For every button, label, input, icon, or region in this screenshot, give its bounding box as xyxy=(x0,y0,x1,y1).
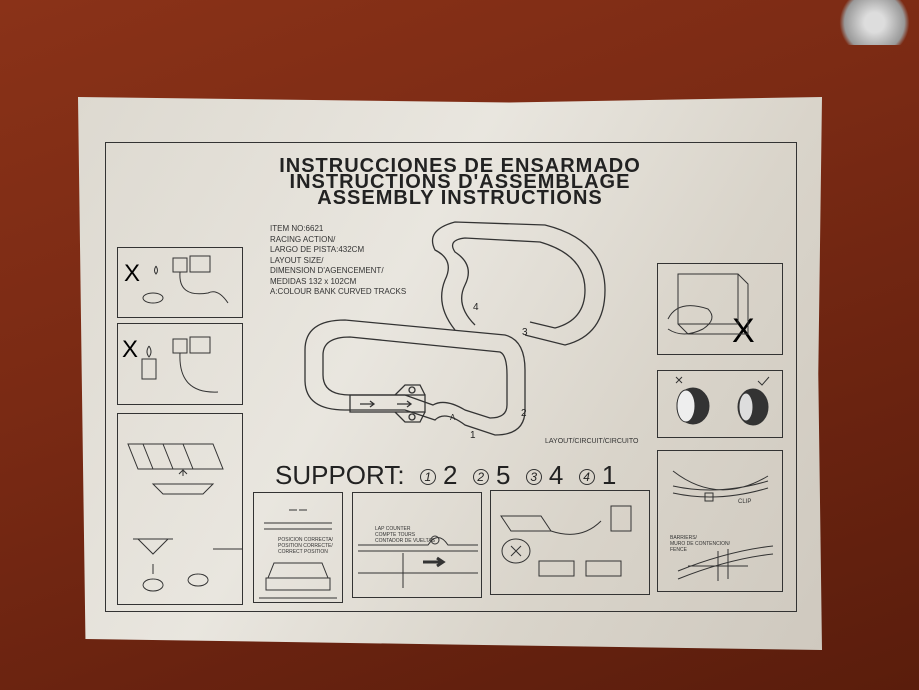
clip-label: CLIP xyxy=(738,499,752,505)
label-line: LAP COUNTER xyxy=(375,526,411,532)
car-track-icon xyxy=(259,509,337,599)
info-line: LAYOUT SIZE/ xyxy=(270,255,324,265)
panel-no-water: X xyxy=(117,247,243,318)
panel-correct-position: POSICION CORRECTA/POSITION CORRECTE/CORR… xyxy=(253,492,343,603)
track-marker-4: 4 xyxy=(473,302,479,313)
support-count: 5 xyxy=(495,460,511,490)
panel-tyres xyxy=(657,370,783,438)
x-mark-icon: X xyxy=(124,260,141,287)
support-counts: SUPPORT: 1 2 2 5 3 4 4 1 xyxy=(275,460,616,491)
support-count: 4 xyxy=(548,460,564,490)
label-line: POSITION CORRECTE/ xyxy=(278,543,333,549)
correct-position-label: POSICION CORRECTA/POSITION CORRECTE/CORR… xyxy=(278,537,333,555)
x-mark-icon: X xyxy=(122,336,139,363)
support-count: 2 xyxy=(443,460,458,490)
info-line: LARGO DE PISTA:432CM xyxy=(270,245,365,254)
track-marker-1: 1 xyxy=(470,430,476,441)
info-line: A:COLOUR BANK CURVED TRACKS xyxy=(270,287,407,296)
track-marker-2: 2 xyxy=(521,408,527,419)
track-marker-a: A xyxy=(450,413,456,422)
label-line: CONTADOR DE VUELTAS xyxy=(375,538,436,544)
instruction-sheet xyxy=(78,97,822,650)
item-number: ITEM NO:6621 xyxy=(270,224,324,233)
title-es: INSTRUCCIONES DE ENSARMADO xyxy=(279,155,641,177)
support-count: 1 xyxy=(601,460,617,490)
info-line: DIMENSION D'AGENCEMENT/ xyxy=(270,266,384,275)
panel-dont-press: X xyxy=(657,263,783,355)
track-layout-diagram: 1 2 3 4 A xyxy=(304,221,606,441)
support-number: 3 xyxy=(525,469,542,486)
label-line: POSICION CORRECTA/ xyxy=(278,537,333,543)
controller-adapter-icon xyxy=(500,505,632,577)
label-line: CORRECT POSITION xyxy=(278,549,328,555)
tyre-comparison-icon xyxy=(675,376,770,426)
panel-controller-connection xyxy=(490,490,650,595)
label-line: FENCE xyxy=(670,547,687,553)
support-assembly-icon xyxy=(127,443,242,592)
support-number: 4 xyxy=(578,469,595,486)
support-label: SUPPORT: xyxy=(275,460,405,490)
info-line: MEDIDAS 132 x 102CM xyxy=(270,276,357,286)
label-line: COMPTE TOURS xyxy=(375,532,416,538)
track-marker-3: 3 xyxy=(522,327,528,338)
support-number: 1 xyxy=(419,469,436,486)
hand-box-icon xyxy=(667,273,749,335)
title-fr: INSTRUCTIONS D'ASSEMBLAGE xyxy=(289,171,631,193)
title-en: ASSEMBLY INSTRUCTIONS xyxy=(317,187,603,209)
lap-counter-icon xyxy=(358,535,478,588)
sheet-border xyxy=(105,142,797,612)
item-info: ITEM NO:6621 RACING ACTION/ LARGO DE PIS… xyxy=(270,224,406,298)
barrier-label: BARRIERS/MURO DE CONTENCION/FENCE xyxy=(670,535,730,553)
layout-label: LAYOUT/CIRCUIT/CIRCUITO xyxy=(545,438,639,445)
panel-clip-barrier: CLIP BARRIERS/MURO DE CONTENCION/FENCE xyxy=(657,450,783,592)
panel-support-assembly xyxy=(117,413,243,605)
adapter-water-icon xyxy=(142,255,229,304)
ornament xyxy=(830,0,919,45)
support-number: 2 xyxy=(472,469,489,486)
clip-barrier-icon xyxy=(672,470,774,581)
info-line: RACING ACTION/ xyxy=(270,234,336,244)
label-line: MURO DE CONTENCION/ xyxy=(670,541,730,547)
adapter-candle-icon xyxy=(141,336,219,393)
panel-no-fire: X xyxy=(117,323,243,405)
label-line: BARRIERS/ xyxy=(670,535,697,541)
